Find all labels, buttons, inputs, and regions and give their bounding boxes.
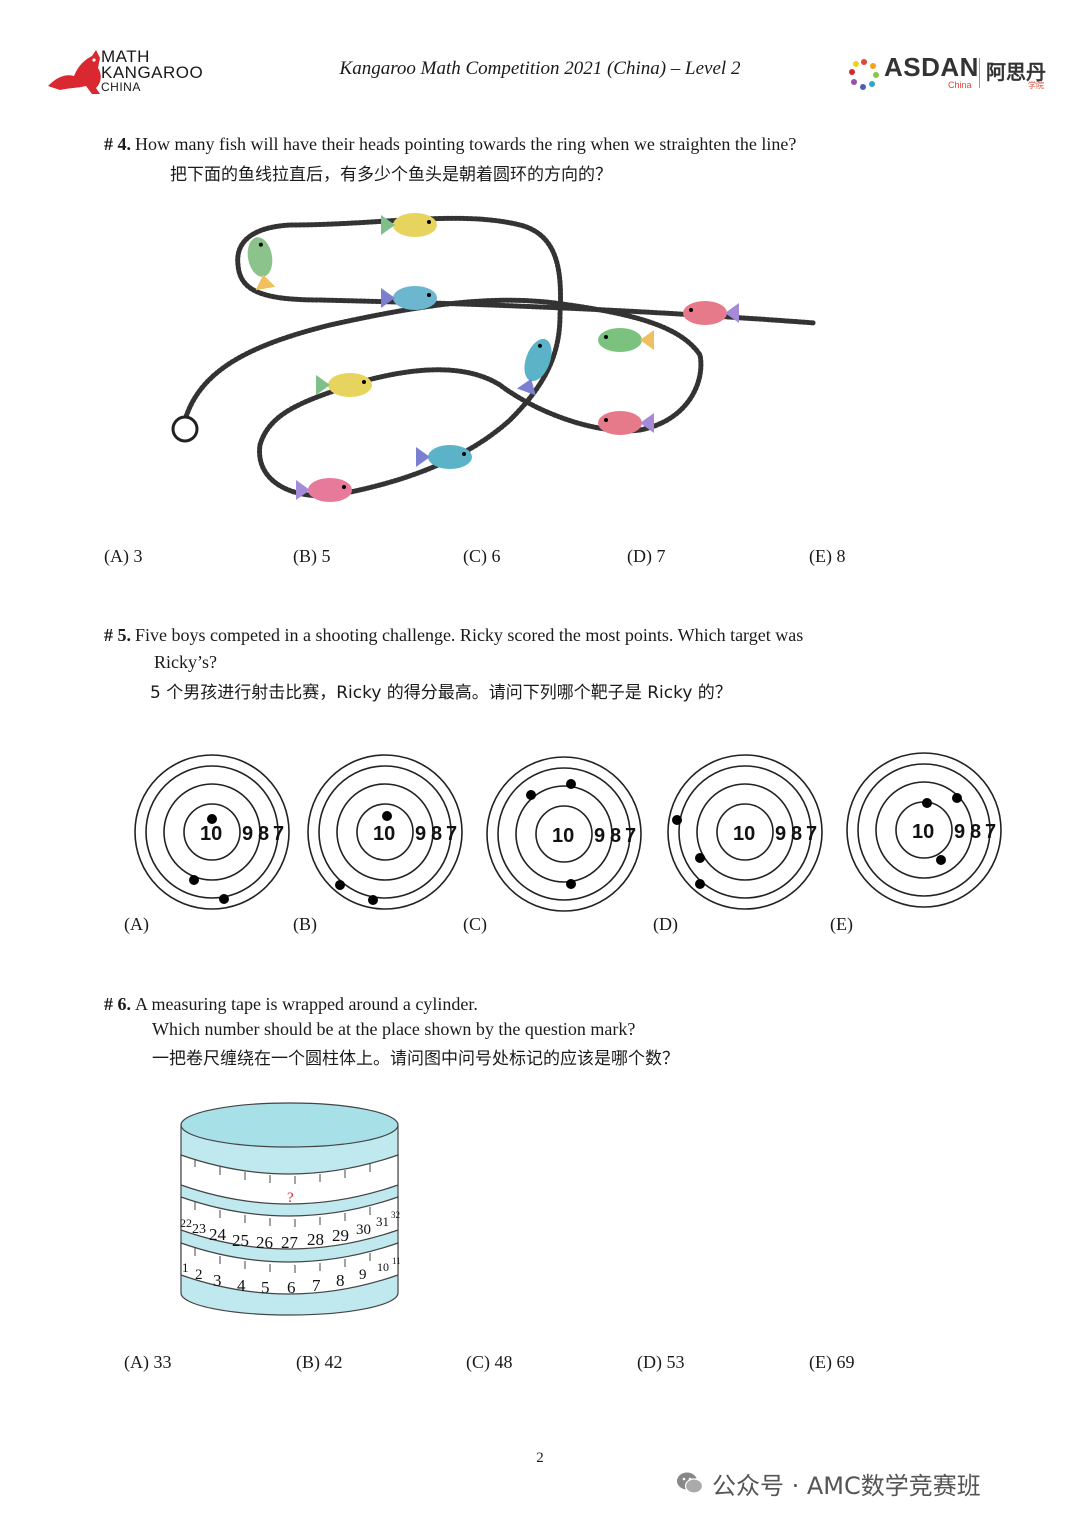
math-kangaroo-logo <box>48 50 101 94</box>
question-5-header: # 5. Five boys competed in a shooting ch… <box>104 625 803 646</box>
svg-text:1: 1 <box>182 1260 189 1275</box>
svg-text:7: 7 <box>312 1276 321 1295</box>
question-6-text-cn: 一把卷尺缠绕在一个圆柱体上。请问图中问号处标记的应该是哪个数？ <box>152 1049 679 1069</box>
svg-text:9: 9 <box>359 1267 367 1283</box>
svg-text:10: 10 <box>733 823 755 845</box>
q4-option-d: (D) 7 <box>627 546 666 566</box>
svg-text:9: 9 <box>954 821 965 843</box>
q4-option-e: (E) 8 <box>809 546 846 566</box>
page-number: 2 <box>536 1450 544 1466</box>
asdan-chinese-sub: 学院 <box>1028 81 1044 90</box>
svg-text:5: 5 <box>261 1278 270 1297</box>
asdan-logo-icon <box>849 59 879 90</box>
question-number: # 4. <box>104 134 131 154</box>
q4-option-c: (C) 6 <box>463 546 501 566</box>
target-d-label: (D) <box>653 914 678 934</box>
question-4-header: # 4. How many fish will have their heads… <box>104 134 796 155</box>
question-number: # 6. <box>104 994 131 1014</box>
svg-text:10: 10 <box>377 1260 389 1274</box>
svg-text:22: 22 <box>180 1216 192 1230</box>
svg-text:10: 10 <box>373 823 395 845</box>
q4-option-b: (B) 5 <box>293 546 331 566</box>
question-number: # 5. <box>104 625 131 645</box>
svg-text:28: 28 <box>307 1230 324 1249</box>
watermark-text: 公众号 · AMC数学竞赛班 <box>712 1472 981 1500</box>
q6-option-c: (C) 48 <box>466 1352 513 1372</box>
fish-rope-figure <box>171 213 818 502</box>
question-5-text-line2: Ricky’s? <box>154 652 217 672</box>
svg-text:10: 10 <box>912 821 934 843</box>
svg-text:7: 7 <box>273 823 284 845</box>
svg-text:6: 6 <box>287 1278 296 1297</box>
logo-divider <box>979 58 980 88</box>
svg-text:4: 4 <box>237 1276 246 1295</box>
question-text: How many fish will have their heads poin… <box>135 134 797 154</box>
svg-text:8: 8 <box>258 823 269 845</box>
target-a-label: (A) <box>124 914 149 934</box>
svg-text:30: 30 <box>356 1222 371 1238</box>
svg-text:8: 8 <box>970 821 981 843</box>
svg-text:9: 9 <box>775 823 786 845</box>
svg-text:9: 9 <box>594 825 605 847</box>
svg-text:10: 10 <box>200 823 222 845</box>
q6-option-d: (D) 53 <box>637 1352 685 1372</box>
target-e-label: (E) <box>830 914 853 934</box>
svg-text:29: 29 <box>332 1226 349 1245</box>
svg-text:9: 9 <box>415 823 426 845</box>
q6-option-a: (A) 33 <box>124 1352 172 1372</box>
svg-text:8: 8 <box>791 823 802 845</box>
question-4-text-cn: 把下面的鱼线拉直后，有多少个鱼头是朝着圆环的方向的？ <box>170 165 612 185</box>
svg-text:7: 7 <box>625 825 636 847</box>
fish-group <box>247 213 739 502</box>
svg-text:9: 9 <box>242 823 253 845</box>
asdan-wordmark: ASDAN <box>884 52 979 82</box>
svg-text:7: 7 <box>446 823 457 845</box>
svg-text:24: 24 <box>209 1225 227 1244</box>
asdan-china-label: China <box>948 80 972 90</box>
svg-text:27: 27 <box>281 1233 299 1252</box>
svg-text:26: 26 <box>256 1233 273 1252</box>
question-6-text-line2: Which number should be at the place show… <box>152 1019 636 1039</box>
svg-text:23: 23 <box>192 1222 206 1237</box>
target-c-label: (C) <box>463 914 487 934</box>
svg-text:?: ? <box>287 1190 294 1206</box>
q4-option-a: (A) 3 <box>104 546 143 566</box>
question-6-header: # 6. A measuring tape is wrapped around … <box>104 994 478 1015</box>
svg-text:25: 25 <box>232 1231 249 1250</box>
question-text: Five boys competed in a shooting challen… <box>135 625 804 645</box>
svg-text:11: 11 <box>392 1256 401 1266</box>
measuring-tape-cylinder: ? 22 23 24 25 26 27 28 29 30 31 32 1 2 3… <box>180 1102 401 1316</box>
q6-option-e: (E) 69 <box>809 1352 855 1372</box>
wechat-icon <box>677 1472 704 1494</box>
math-kangaroo-wordmark: MATH KANGAROO CHINA <box>101 47 204 94</box>
q6-option-b: (B) 42 <box>296 1352 343 1372</box>
svg-text:7: 7 <box>985 821 996 843</box>
target-b-label: (B) <box>293 914 317 934</box>
svg-text:2: 2 <box>195 1267 203 1283</box>
page-header-title: Kangaroo Math Competition 2021 (China) –… <box>339 58 741 79</box>
question-5-text-cn: 5 个男孩进行射击比赛，Ricky 的得分最高。请问下列哪个靶子是 Ricky … <box>150 683 732 703</box>
svg-text:3: 3 <box>213 1271 222 1290</box>
question-text: A measuring tape is wrapped around a cyl… <box>135 994 478 1014</box>
svg-text:8: 8 <box>336 1271 345 1290</box>
svg-text:32: 32 <box>391 1210 400 1220</box>
svg-text:8: 8 <box>431 823 442 845</box>
svg-text:7: 7 <box>806 823 817 845</box>
svg-text:10: 10 <box>552 825 574 847</box>
svg-text:8: 8 <box>610 825 621 847</box>
svg-text:31: 31 <box>376 1214 389 1229</box>
asdan-chinese-name: 阿思丹 <box>986 60 1046 84</box>
